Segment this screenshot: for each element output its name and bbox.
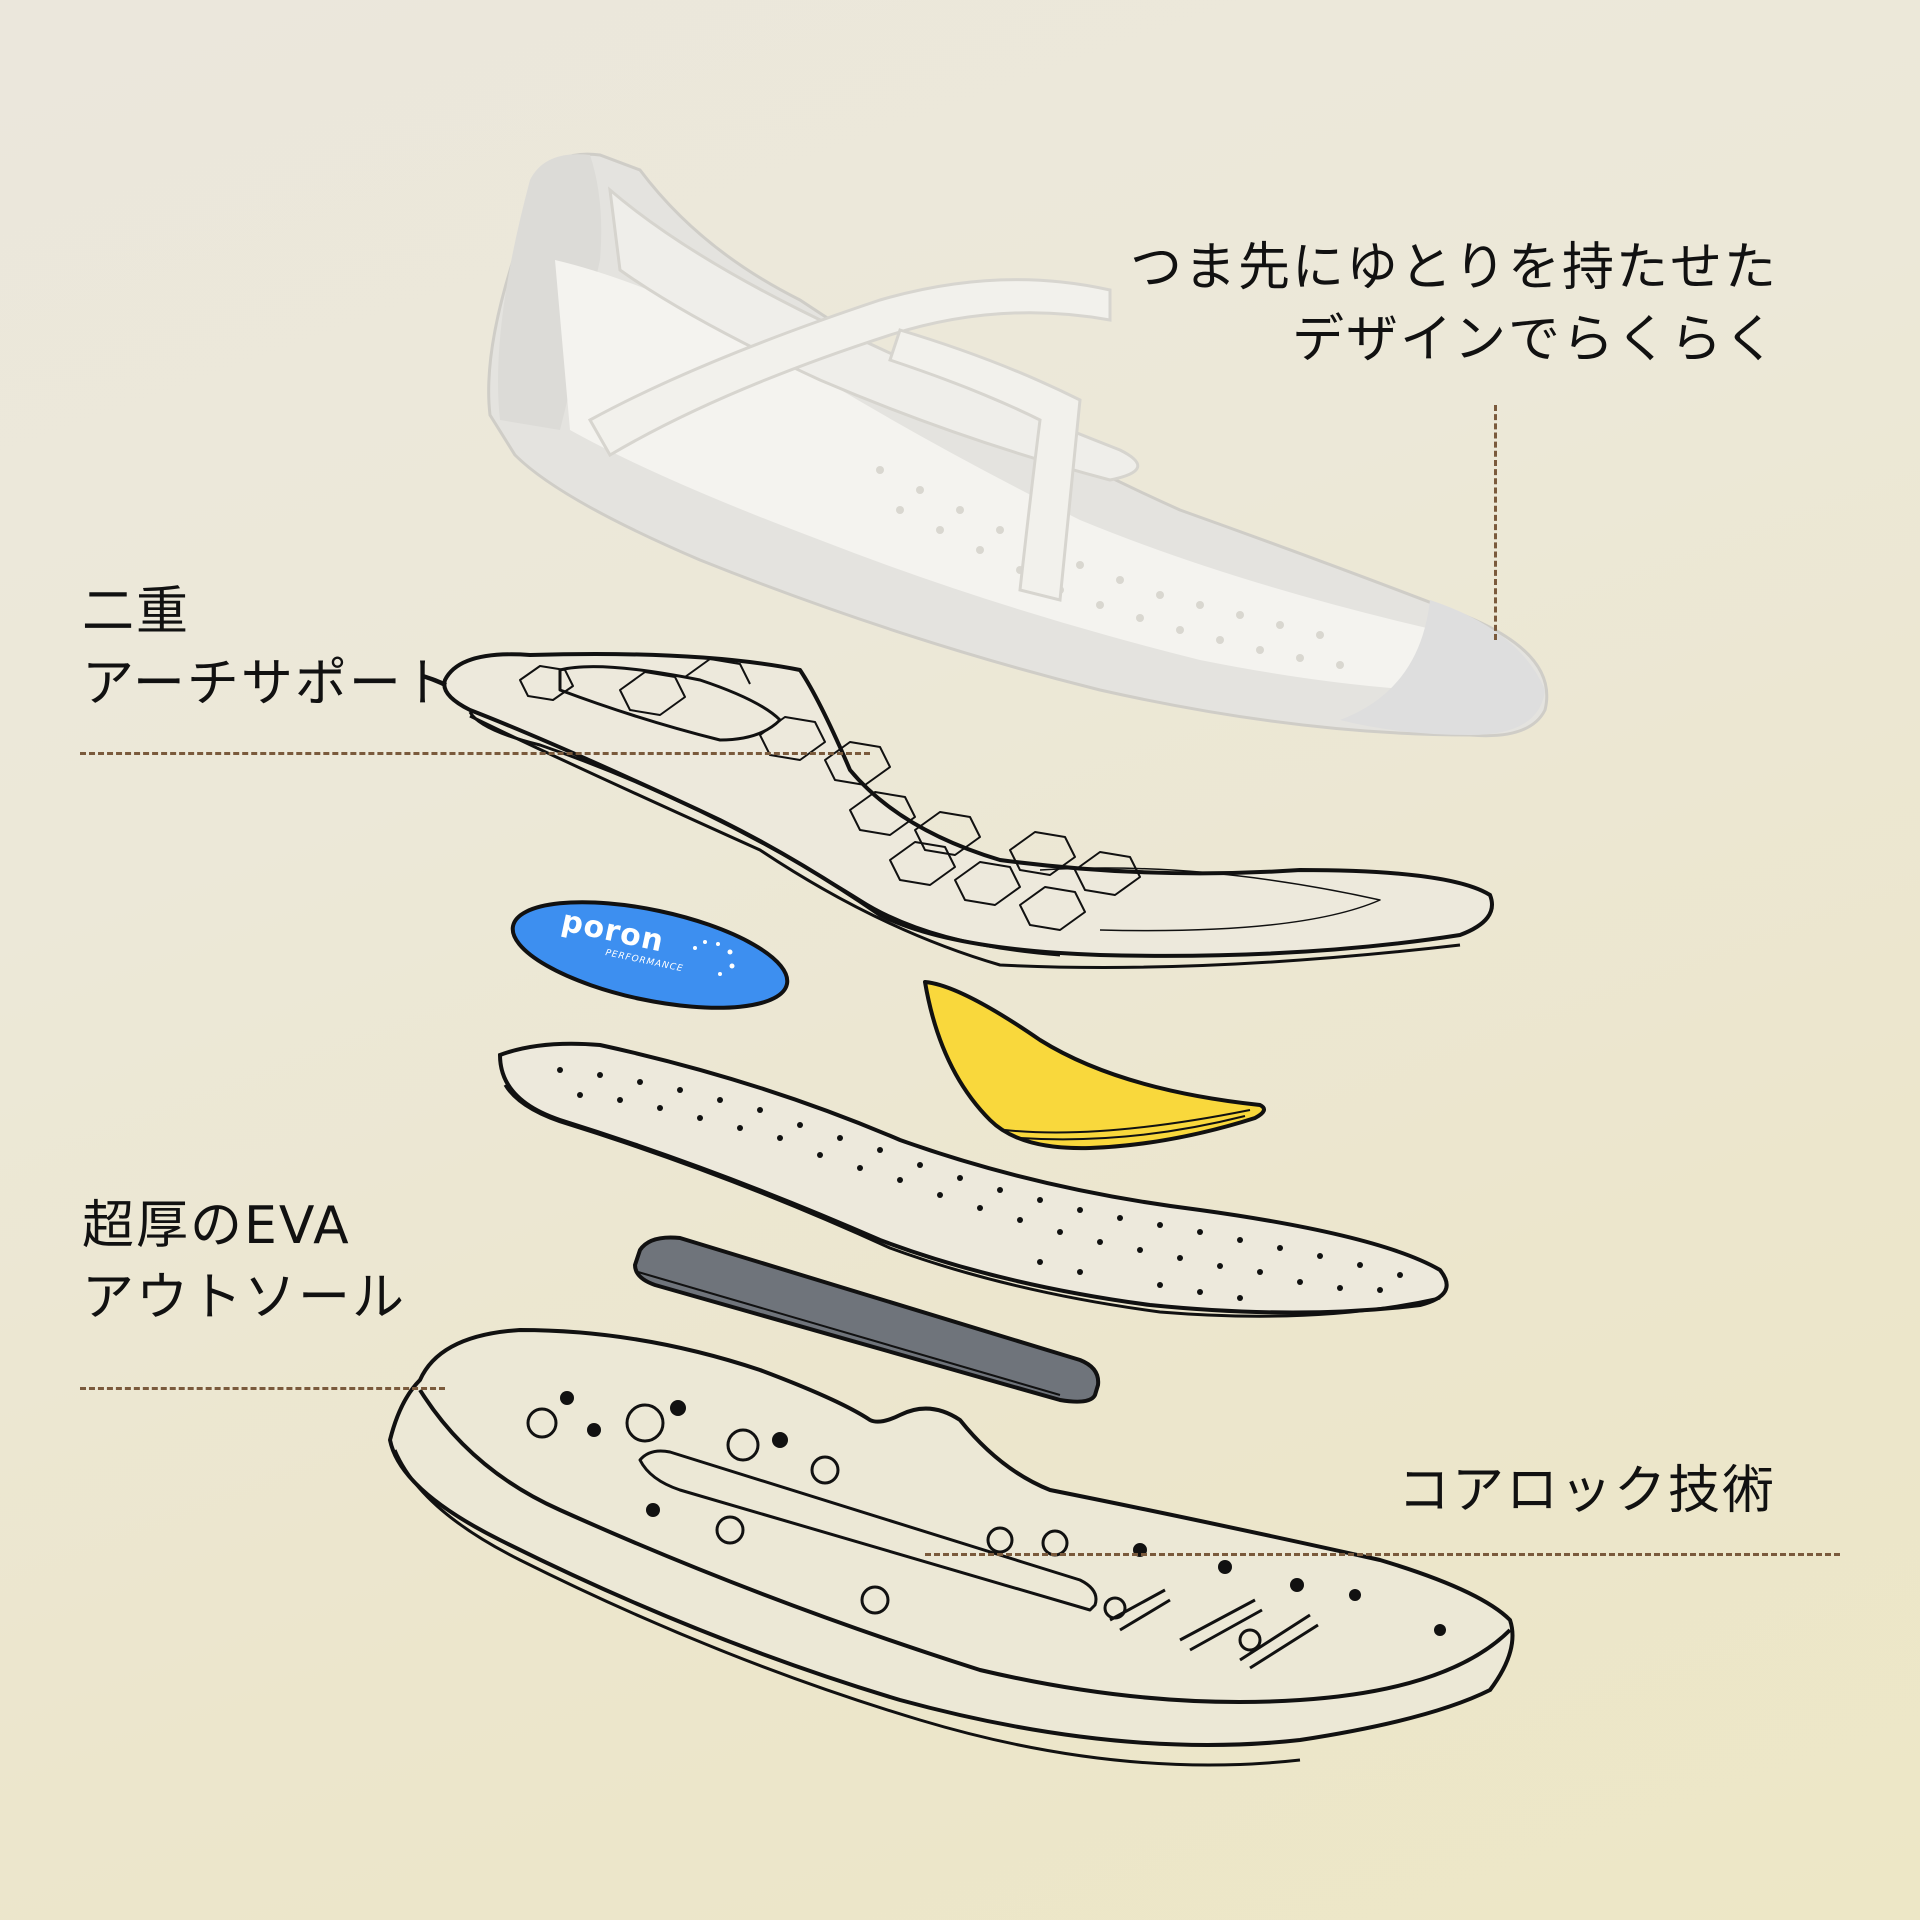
arch-support-line1: 二重 (82, 582, 191, 642)
core-lock-connector (925, 1553, 1840, 1556)
core-lock-plate-drawing (633, 1235, 1101, 1404)
honeycomb-insole-drawing (442, 652, 1494, 969)
shoe-upper-image (487, 152, 1549, 738)
arch-wedge-drawing (923, 980, 1266, 1151)
perforated-insole-drawing (497, 1041, 1449, 1318)
eva-outsole-drawing (388, 1328, 1515, 1767)
core-lock-label: コアロック技術 (1398, 1455, 1776, 1527)
eva-outsole-line1: 超厚のEVA (82, 1196, 351, 1256)
toe-room-line1: つま先にゆとりを持たせた (1129, 238, 1778, 298)
toe-room-line2: デザインでらくらく (1291, 310, 1778, 370)
eva-outsole-connector (80, 1387, 445, 1390)
perforation-dots (557, 1067, 1403, 1301)
eva-outsole-line2: アウトソール (82, 1268, 407, 1328)
toe-room-label: つま先にゆとりを持たせた デザインでらくらく (1130, 232, 1778, 376)
outsole-holes (560, 1391, 1446, 1636)
arch-support-line2: アーチサポート (82, 654, 457, 714)
arch-support-label: 二重 アーチサポート (82, 576, 457, 720)
eva-outsole-label: 超厚のEVA アウトソール (82, 1190, 406, 1334)
arch-support-connector (80, 752, 870, 755)
toe-room-connector (1494, 405, 1497, 640)
core-lock-line1: コアロック技術 (1398, 1461, 1777, 1521)
poron-pad-drawing: poron PERFORMANCE (510, 900, 790, 1010)
